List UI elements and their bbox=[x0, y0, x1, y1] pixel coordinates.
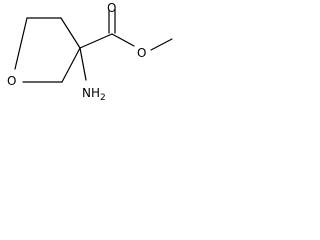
bonds bbox=[14, 17, 81, 83]
bond-c3-carbonyl bbox=[79, 33, 113, 49]
carbonyl-oxygen-label: O bbox=[107, 1, 116, 15]
chemical-structure: O O O NH2 bbox=[7, 1, 173, 103]
amino-element: NH bbox=[82, 86, 100, 100]
bond-oxygen-methyl bbox=[150, 38, 173, 51]
bond-o1-c5 bbox=[14, 17, 28, 70]
bond-c3-c2 bbox=[61, 47, 81, 83]
amino-label: NH2 bbox=[82, 86, 106, 103]
amino-subscript: 2 bbox=[100, 93, 106, 103]
bond-c4-c3 bbox=[60, 17, 81, 49]
ester-oxygen-label: O bbox=[137, 46, 146, 60]
bond-c3-n bbox=[79, 47, 87, 81]
ester-bonds bbox=[79, 9, 173, 51]
bond-carbonyl-oxygen bbox=[111, 33, 135, 47]
ring-oxygen-label: O bbox=[7, 74, 16, 88]
amino-bond bbox=[79, 47, 87, 81]
